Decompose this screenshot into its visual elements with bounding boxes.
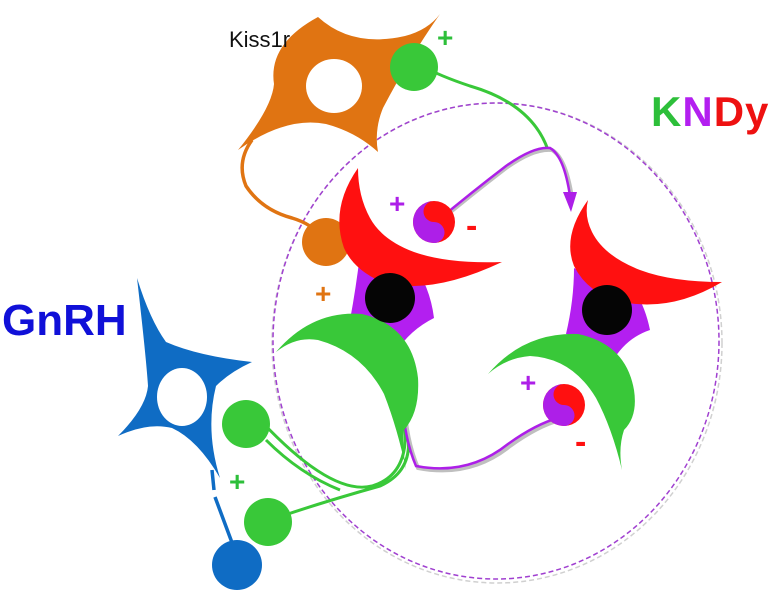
kndy-label: KNDy [651, 88, 769, 136]
kndy-label-k: K [651, 88, 683, 135]
kiss1r-axon [240, 138, 322, 238]
kndy-to-kndy-arrowhead [563, 192, 577, 212]
kndy-left-autoreceptor-plus-sign: + [389, 188, 406, 219]
kiss1r-terminal-plus-sign: + [315, 278, 332, 309]
gnrh-label: GnRH [2, 296, 127, 345]
kndy-right-green-crescent [488, 333, 635, 470]
kndy-network-dashed-circle-inner [272, 102, 720, 580]
kndy-terminal-on-gnrh-dendrite [222, 400, 270, 448]
gnrh-nucleus [157, 368, 207, 426]
gnrh-terminal-plus-sign: + [229, 466, 246, 497]
kiss1r-label: Kiss1r [229, 27, 291, 52]
kndy-axon-to-kiss1r [421, 64, 550, 151]
kndy-neuron-left [276, 168, 502, 470]
kndy-to-kndy-axon-top [434, 147, 574, 226]
kndy-right-autoreceptor-plus-sign: + [520, 367, 537, 398]
kndy-to-kiss1r-plus-sign: + [437, 22, 454, 53]
kndy-left-autoreceptor-minus-sign: - [466, 207, 478, 245]
kiss1r-axon-terminal [302, 218, 350, 266]
kndy-neuron-right [488, 200, 722, 470]
kndy-terminal-on-kiss1r [390, 43, 438, 91]
gnrh-axon [210, 469, 236, 549]
kndy-left-green-crescent [276, 313, 419, 470]
kndy-axon-to-gnrh [260, 417, 411, 516]
kndy-right-nucleus [582, 285, 632, 335]
kndy-to-kndy-axon-top-purple [435, 146, 572, 223]
kndy-right-red-crescent [570, 200, 722, 305]
gnrh-axon-terminal [212, 540, 262, 590]
gnrh-neuron [118, 278, 262, 590]
kndy-label-dy: Dy [713, 88, 770, 135]
kndy-left-red-crescent [339, 168, 502, 287]
kndy-network-dashed-circle [271, 102, 723, 584]
kiss1r-neuron [238, 14, 440, 266]
kiss1r-nucleus [306, 59, 362, 113]
kndy-left-nucleus [365, 273, 415, 323]
autoreceptor-right [543, 384, 585, 426]
kndy-terminal-on-gnrh-axon [244, 498, 292, 546]
autoreceptor-left [413, 201, 455, 243]
kndy-right-autoreceptor-minus-sign: - [575, 423, 587, 461]
kndy-label-n: N [682, 88, 714, 135]
